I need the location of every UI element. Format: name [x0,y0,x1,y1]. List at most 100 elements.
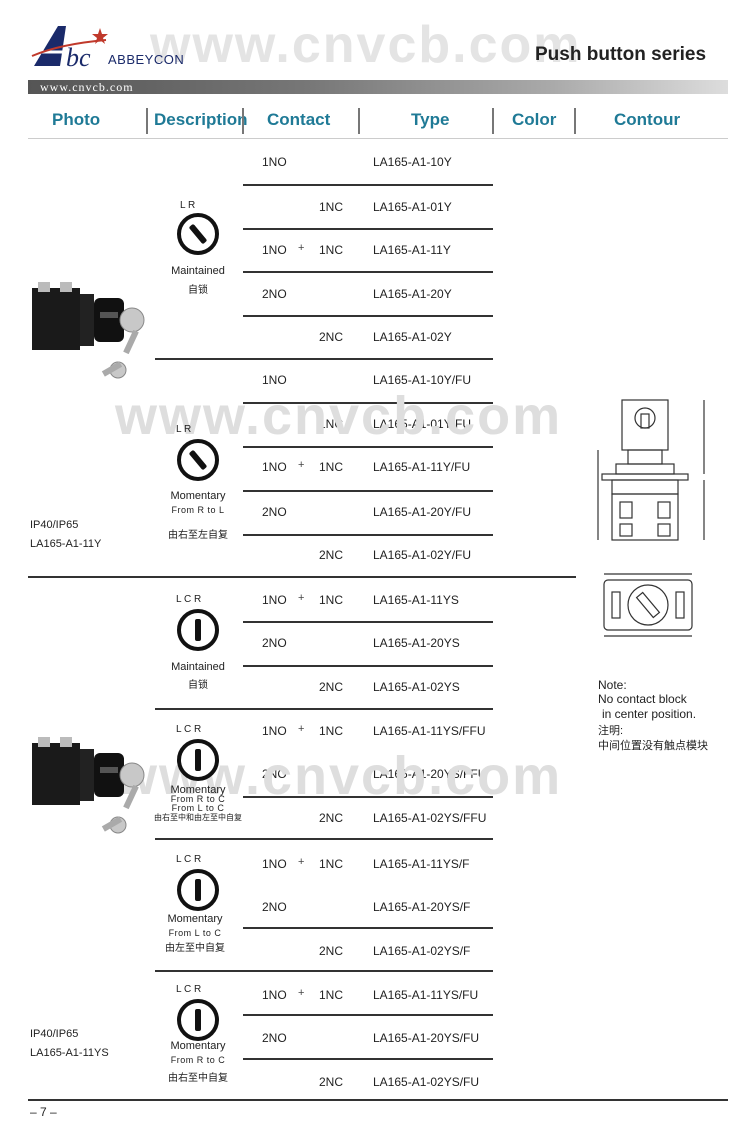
contact-secondary: 1NC [319,243,344,257]
contact-primary: 2NO [262,767,287,781]
row-divider [243,927,493,929]
desc-cn: 由左至中自复 [165,943,225,954]
col-header-color: Color [512,110,557,129]
type-code: LA165-A1-11Y/FU [373,460,471,474]
contact-primary: 1NO [262,155,287,169]
group-divider [155,708,493,710]
note-cn-line: 中间位置没有触点模块 [598,740,708,752]
desc-momentary: Momentary [170,490,226,502]
row-divider [243,796,493,798]
row-divider [243,1058,493,1060]
contact-primary: 1NO [262,857,287,871]
ip-rating-2: IP40/IP65 [30,1028,79,1040]
desc-cn: 由右至左自复 [168,530,228,541]
contact-secondary: 1NC [319,593,344,607]
col-header-description: Description [154,110,248,129]
plus-sign: + [298,723,305,735]
type-code: LA165-A1-11Y [373,243,451,257]
plus-sign: + [298,459,305,471]
row-divider [243,271,493,273]
row-divider [243,621,493,623]
row-divider [243,446,493,448]
watermark-top: www.cnvcb.com [150,16,582,74]
note-line: in center position. [602,707,697,721]
desc-momentary: Momentary [170,784,226,796]
contact-primary: 2NO [262,505,287,519]
desc-cn: 由右至中自复 [168,1073,228,1084]
desc-maintained: Maintained [171,265,225,277]
contact-primary: 1NO [262,988,287,1002]
desc-direction: From L to C [168,928,222,938]
key-switch-2pos-icon [177,213,219,255]
position-marks: L C R [176,854,202,865]
contact-secondary: 2NC [319,548,344,562]
contour-side-view-drawing [597,399,705,541]
note-cn-title: 注明: [598,725,624,737]
key-switch-momentary-icon [177,739,219,781]
section-divider [28,576,576,578]
contact-secondary: 1NC [319,988,344,1002]
desc-direction: From R to C [170,794,226,804]
key-switch-momentary-icon [177,999,219,1041]
abbeycon-logo-icon: bc [31,26,108,70]
contact-primary: 1NO [262,460,287,474]
type-code: LA165-A1-02YS/FFU [373,811,487,825]
position-marks: L C R [176,984,202,995]
contact-secondary: 1NC [319,857,344,871]
ip-rating-1: IP40/IP65 [30,519,79,531]
col-header-photo: Photo [52,110,101,129]
key-switch-momentary-icon [177,439,219,481]
row-divider [243,402,493,404]
row-divider [243,490,493,492]
svg-text:bc: bc [66,43,91,70]
contact-primary: 1NO [262,724,287,738]
plus-sign: + [298,242,305,254]
plus-sign: + [298,856,305,868]
group-divider [155,838,493,840]
type-code: LA165-A1-10Y [373,155,452,169]
watermark-middle: www.cnvcb.com [115,386,563,446]
header-banner [28,80,728,94]
row-divider [243,315,493,317]
banner-url: www.cnvcb.com [40,80,134,94]
type-code: LA165-A1-20Y/FU [373,505,472,519]
contact-primary: 1NO [262,593,287,607]
group-divider [155,358,493,360]
desc-momentary: Momentary [170,1040,226,1052]
desc-direction: From R to C [170,1055,226,1065]
note-title: Note: [598,678,627,692]
contact-secondary: 2NC [319,811,344,825]
contact-secondary: 1NC [319,724,344,738]
desc-momentary: Momentary [167,913,223,925]
page-title: Push button series [535,44,707,65]
type-code: LA165-A1-20YS/FU [373,1031,480,1045]
type-code: LA165-A1-10Y/FU [373,373,472,387]
note-line: No contact block [598,692,687,706]
page-number: – 7 – [30,1105,57,1119]
key-switch-3pos-icon [177,609,219,651]
header-divider [242,108,244,134]
selector-switch-photo-1 [32,282,145,379]
desc-direction: From R to L [171,505,225,515]
type-code: LA165-A1-11YS/FU [373,988,479,1002]
photo-model-1: LA165-A1-11Y [30,538,102,550]
contact-primary: 2NO [262,900,287,914]
position-marks: L C R [176,594,202,605]
contact-primary: 2NO [262,287,287,301]
type-code: LA165-A1-20YS/FFU [373,767,487,781]
header-divider [358,108,360,134]
header-underline [28,138,728,139]
row-divider [243,534,493,536]
position-marks: L C R [176,724,202,735]
type-code: LA165-A1-20Y [373,287,452,301]
plus-sign: + [298,987,305,999]
header-divider [574,108,576,134]
contact-secondary: 2NC [319,680,344,694]
row-divider [243,184,493,186]
col-header-contact: Contact [267,110,331,129]
plus-sign: + [298,592,305,604]
contact-primary: 2NO [262,1031,287,1045]
desc-cn: 自锁 [188,680,208,691]
type-code: LA165-A1-11YS [373,593,459,607]
contact-secondary: 2NC [319,330,344,344]
